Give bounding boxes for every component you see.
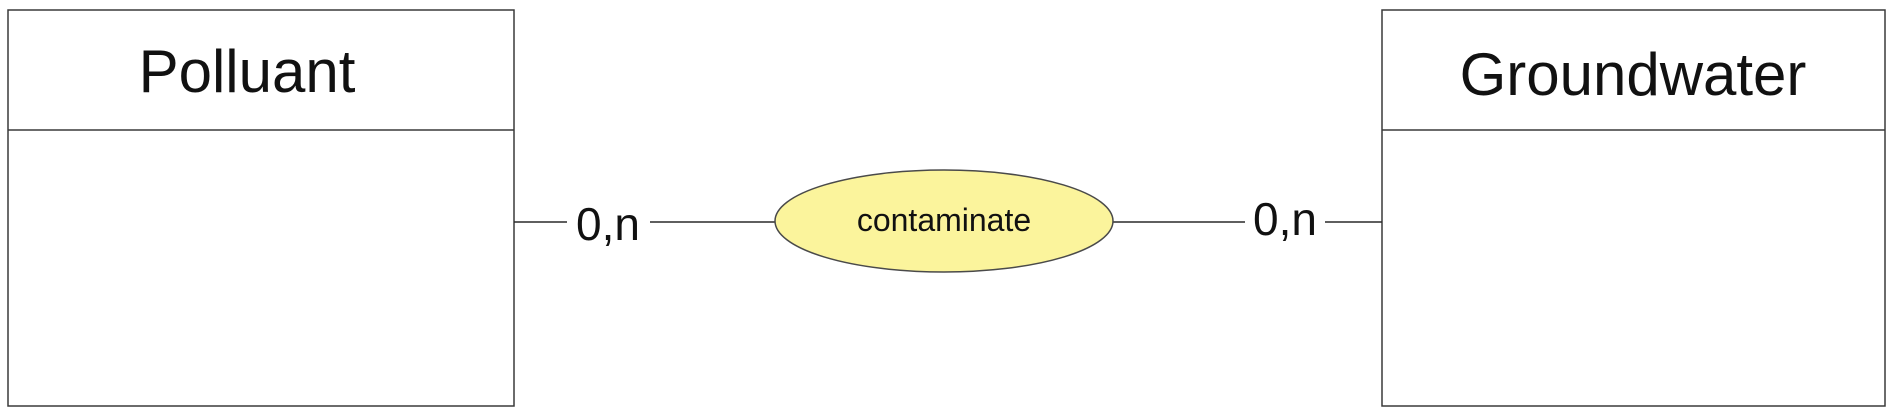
- relationship-label: contaminate: [857, 202, 1031, 238]
- relationship-contaminate[interactable]: contaminate: [774, 169, 1114, 273]
- cardinality-left: 0,n: [576, 198, 640, 250]
- entity-groundwater-title: Groundwater: [1460, 41, 1807, 108]
- entity-polluant-box: [7, 9, 515, 407]
- entity-groundwater[interactable]: Groundwater: [1381, 9, 1886, 407]
- cardinality-right: 0,n: [1253, 193, 1317, 245]
- relationship-ellipse: [774, 169, 1114, 273]
- entity-polluant-title: Polluant: [139, 38, 356, 105]
- entity-polluant[interactable]: Polluant: [7, 9, 515, 407]
- entity-groundwater-box: [1381, 9, 1886, 407]
